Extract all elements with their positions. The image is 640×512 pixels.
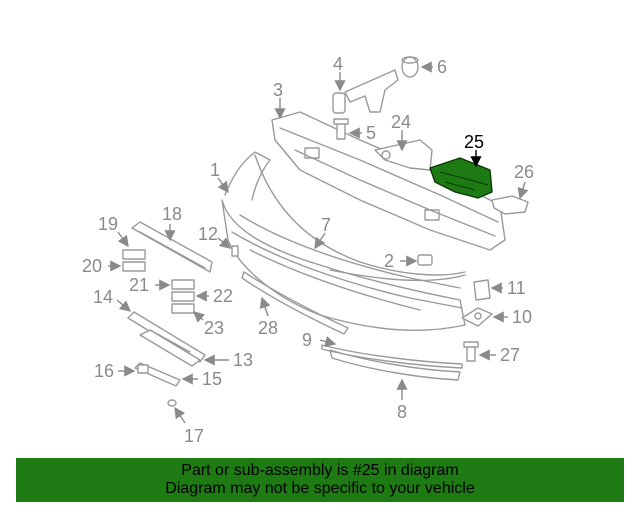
clip-17-part[interactable] <box>167 399 177 407</box>
label-25[interactable]: 25 <box>464 132 484 152</box>
fastener-27-part[interactable] <box>463 341 479 362</box>
grille-strip-7-part[interactable] <box>254 154 466 276</box>
end-bracket-26-part[interactable] <box>491 195 529 215</box>
label-19: 19 <box>98 214 118 234</box>
label-26: 26 <box>514 162 534 182</box>
label-12: 12 <box>198 224 218 244</box>
plate-21-part[interactable] <box>171 279 195 290</box>
cap-part[interactable] <box>401 56 419 78</box>
info-banner: Part or sub-assembly is #25 in diagram D… <box>16 458 624 502</box>
label-14: 14 <box>93 287 113 307</box>
leader-lines <box>108 61 529 424</box>
plate-19-part[interactable] <box>122 249 146 260</box>
label-10: 10 <box>512 307 532 327</box>
banner-line-1: Part or sub-assembly is #25 in diagram <box>181 462 459 479</box>
bracket-11-part[interactable] <box>473 279 491 301</box>
plate-22-part[interactable] <box>171 291 195 302</box>
retainer-10-part[interactable] <box>461 307 493 327</box>
license-bracket-14-part[interactable] <box>127 311 206 363</box>
label-16: 16 <box>94 361 114 381</box>
label-4: 4 <box>333 54 343 74</box>
label-17: 17 <box>184 426 204 446</box>
label-6: 6 <box>437 57 447 77</box>
spoiler-28-part[interactable] <box>241 271 349 335</box>
grille-18-part[interactable] <box>131 221 213 273</box>
label-24: 24 <box>391 112 411 132</box>
label-1: 1 <box>210 160 220 180</box>
bumper-cover-part[interactable] <box>221 151 466 331</box>
lower-trim-8-part[interactable] <box>329 349 461 381</box>
label-3: 3 <box>273 80 283 100</box>
label-27: 27 <box>500 345 520 365</box>
label-11: 11 <box>507 278 526 298</box>
label-5: 5 <box>366 123 376 143</box>
label-2: 2 <box>384 251 394 271</box>
label-9: 9 <box>302 330 312 350</box>
label-28: 28 <box>258 318 278 338</box>
plate-23-part[interactable] <box>171 303 195 314</box>
label-18: 18 <box>162 204 182 224</box>
part-labels: 4 6 3 5 24 25 26 1 7 2 11 10 27 8 9 28 1… <box>82 54 534 446</box>
label-8: 8 <box>397 402 407 422</box>
label-23: 23 <box>204 318 224 338</box>
strip-16-part[interactable] <box>137 364 149 374</box>
license-plate-13-part[interactable] <box>139 329 201 367</box>
parts-diagram: 4 6 3 5 24 25 26 1 7 2 11 10 27 8 9 28 1… <box>82 54 534 446</box>
bracket-part[interactable] <box>332 69 399 114</box>
clip-12-part[interactable] <box>231 245 239 257</box>
label-13: 13 <box>233 350 253 370</box>
label-15: 15 <box>202 369 222 389</box>
clip-2-part[interactable] <box>417 254 433 266</box>
plate-20-part[interactable] <box>122 261 146 272</box>
bolt-part[interactable] <box>333 118 349 140</box>
highlighted-bracket-25-part[interactable] <box>429 157 493 199</box>
banner-line-2: Diagram may not be specific to your vehi… <box>165 480 475 497</box>
label-20: 20 <box>82 256 102 276</box>
label-7: 7 <box>321 215 331 235</box>
label-21: 21 <box>129 275 149 295</box>
label-22: 22 <box>213 286 233 306</box>
